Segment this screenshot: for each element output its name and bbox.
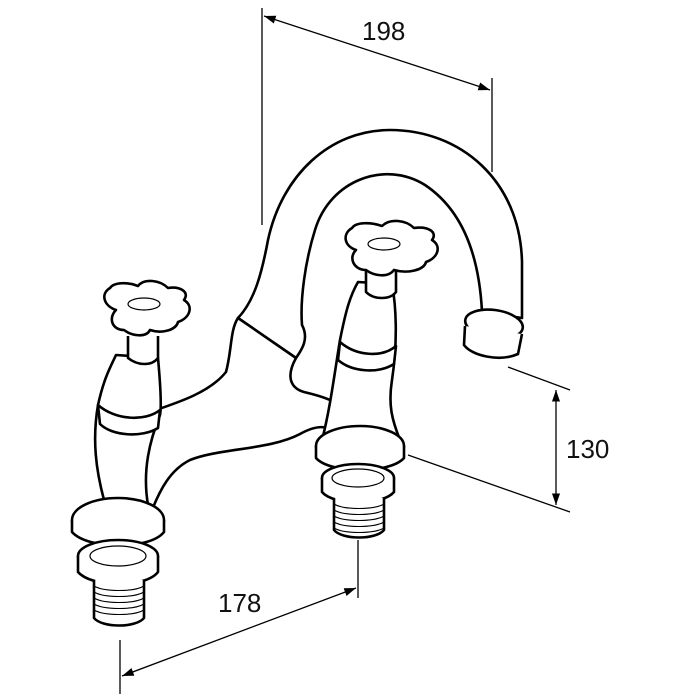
right-cross-handle <box>344 219 439 277</box>
right-tap-stem <box>364 270 398 300</box>
centres-label: 178 <box>218 588 261 618</box>
reach-arrow <box>263 15 491 91</box>
extension-line-top <box>507 366 571 391</box>
spout <box>236 128 525 360</box>
left-handle-cap <box>127 297 161 311</box>
left-fixing <box>70 496 166 627</box>
right-tap <box>320 219 439 442</box>
right-fixing <box>314 424 406 539</box>
extension-line-bottom <box>407 454 571 513</box>
left-tap-collar <box>96 403 162 436</box>
right-handle-cap <box>367 237 401 251</box>
right-tap-collar <box>336 340 398 372</box>
left-tap-stem <box>126 336 160 366</box>
centres-arrow <box>121 587 357 677</box>
reach-label: 198 <box>362 16 405 46</box>
dimension-centres: 178 <box>119 540 359 694</box>
left-tap <box>93 279 191 507</box>
spout-aerator <box>462 325 524 359</box>
left-cross-handle <box>103 279 191 337</box>
right-threaded-shank <box>332 498 386 539</box>
dimension-reach: 198 <box>261 8 493 225</box>
dimension-height: 130 <box>407 366 609 513</box>
height-label: 130 <box>566 434 609 464</box>
